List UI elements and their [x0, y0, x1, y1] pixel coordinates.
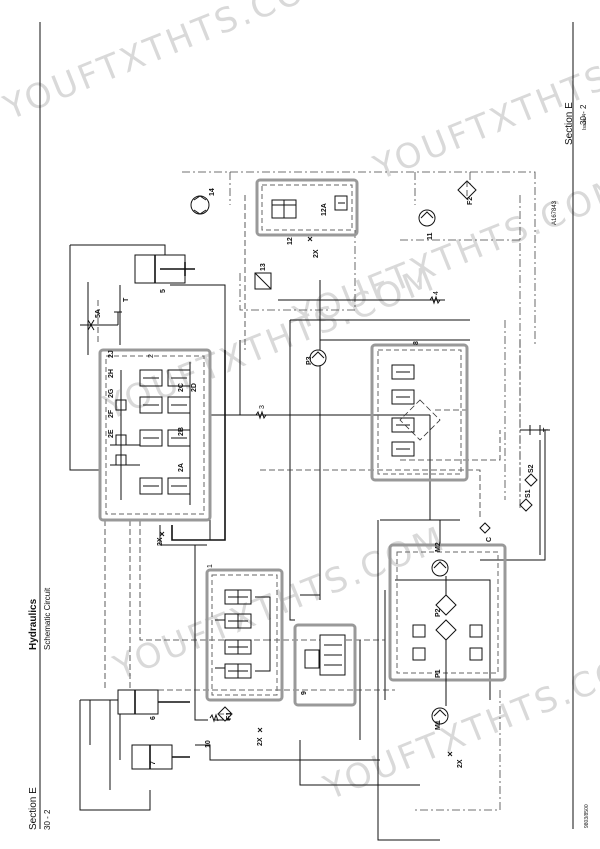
motor-m1 — [431, 707, 449, 725]
svg-text:S2: S2 — [528, 464, 535, 473]
page-subtitle: Schematic Circuit — [43, 587, 52, 650]
component-5-cylinder: 5 — [134, 254, 195, 293]
svg-text:2J: 2J — [108, 350, 115, 358]
hydraulic-circuit: 1 — [69, 171, 550, 841]
svg-text:5: 5 — [160, 289, 167, 293]
section-label-right: Section E — [564, 102, 575, 145]
svg-text:F1: F1 — [226, 712, 233, 720]
component-14-motor: 14 — [190, 188, 216, 215]
svg-text:2G: 2G — [108, 388, 115, 398]
svg-text:1: 1 — [207, 564, 214, 568]
pump-p1 — [435, 619, 457, 641]
pump-p2 — [435, 594, 457, 616]
motor-m2 — [431, 559, 449, 577]
test-point-2x-c: 2X — [307, 236, 320, 258]
svg-text:C: C — [486, 537, 493, 542]
component-4-restrictor: 4 — [429, 291, 441, 305]
svg-text:2B: 2B — [178, 427, 185, 436]
svg-text:T: T — [123, 297, 130, 302]
component-3-restrictor: 3 — [255, 405, 267, 420]
test-point-2x-a: 2X — [157, 531, 165, 546]
page-title: Hydraulics — [28, 598, 39, 650]
svg-text:P2: P2 — [435, 608, 442, 617]
svg-text:13: 13 — [260, 263, 267, 271]
test-point-2x-d: 2X — [447, 751, 464, 768]
svg-text:2E: 2E — [108, 429, 115, 438]
svg-text:M1: M1 — [435, 720, 442, 730]
component-12-valve-group: 12 12A — [255, 178, 359, 245]
component-1-valve-bank: 1 — [205, 564, 284, 702]
svg-text:2X: 2X — [313, 249, 320, 258]
page-header-left: Section E 30 - 2 Hydraulics Schematic Ci… — [28, 22, 52, 830]
svg-text:12: 12 — [287, 237, 294, 245]
filter-f1: F1 — [217, 706, 233, 722]
filter-f2: F2 — [457, 180, 477, 205]
svg-text:2D: 2D — [191, 383, 198, 392]
page-number-right: 30 - 2 — [579, 104, 588, 125]
page-number-left: 30 - 2 — [43, 809, 52, 830]
page-header-right: Section E 30 - 2 Issue 4 9803/8500 A1678… — [552, 22, 590, 829]
component-5a-valve: 5A T — [80, 297, 130, 331]
svg-text:3: 3 — [259, 405, 266, 409]
svg-text:12A: 12A — [321, 203, 328, 216]
svg-text:F2: F2 — [467, 197, 474, 205]
sensor-s1: S1 — [519, 489, 533, 512]
svg-text:M2: M2 — [435, 542, 442, 552]
svg-text:11: 11 — [427, 232, 434, 240]
svg-text:YOUFTXTHTS.COM: YOUFTXTHTS.COM — [0, 0, 342, 129]
pump-p3: P3 — [306, 349, 327, 367]
component-6-cylinder: 6 — [117, 689, 190, 720]
svg-text:10: 10 — [205, 740, 212, 748]
svg-text:S1: S1 — [525, 489, 532, 498]
component-9-valve: 9 — [293, 623, 357, 707]
sensor-s2: S2 — [524, 464, 538, 487]
svg-text:2A: 2A — [178, 463, 185, 472]
svg-text:8: 8 — [413, 341, 420, 345]
watermark: YOUFTXTHTS.COM YOUFTXTHTS.COM YOUFTXTHTS… — [0, 0, 600, 809]
component-7-cylinder: 7 — [131, 744, 190, 770]
svg-text:YOUFTXTHTS.COM: YOUFTXTHTS.COM — [287, 169, 600, 339]
component-8-valve-block: 8 — [370, 341, 469, 482]
tank-return-right: T — [520, 425, 550, 435]
document-code: 9803/8500 — [584, 804, 590, 828]
svg-text:2X: 2X — [157, 537, 164, 546]
svg-text:T: T — [543, 427, 550, 432]
pump-block: P1 P2 M1 M2 — [388, 542, 507, 730]
svg-text:5A: 5A — [95, 309, 102, 318]
figure-reference: A167843 — [552, 200, 558, 225]
section-label-left: Section E — [28, 787, 39, 830]
svg-text:2X: 2X — [257, 737, 264, 746]
issue-label: Issue 4 — [582, 114, 588, 130]
test-point-2x-b: 2X — [257, 727, 264, 746]
return-line-top — [182, 171, 536, 345]
svg-text:P1: P1 — [435, 669, 442, 678]
svg-text:2C: 2C — [178, 383, 185, 392]
svg-text:7: 7 — [150, 761, 157, 765]
svg-text:2F: 2F — [108, 409, 115, 418]
svg-text:2X: 2X — [457, 759, 464, 768]
svg-text:P3: P3 — [306, 356, 313, 365]
svg-text:2: 2 — [148, 354, 155, 358]
svg-text:9: 9 — [301, 691, 308, 695]
svg-text:14: 14 — [209, 188, 216, 196]
component-11-pump: 11 — [418, 209, 436, 240]
component-13-valve: 13 — [254, 263, 272, 290]
component-10-restrictor: 10 — [205, 713, 219, 748]
svg-text:6: 6 — [150, 716, 157, 720]
svg-text:4: 4 — [433, 291, 440, 295]
component-2-control-valve: 2 2A 2B 2C 2D 2E 2F 2G 2H 2J — [98, 348, 212, 522]
svg-text:2H: 2H — [108, 369, 115, 378]
connector-c: C — [479, 522, 493, 542]
